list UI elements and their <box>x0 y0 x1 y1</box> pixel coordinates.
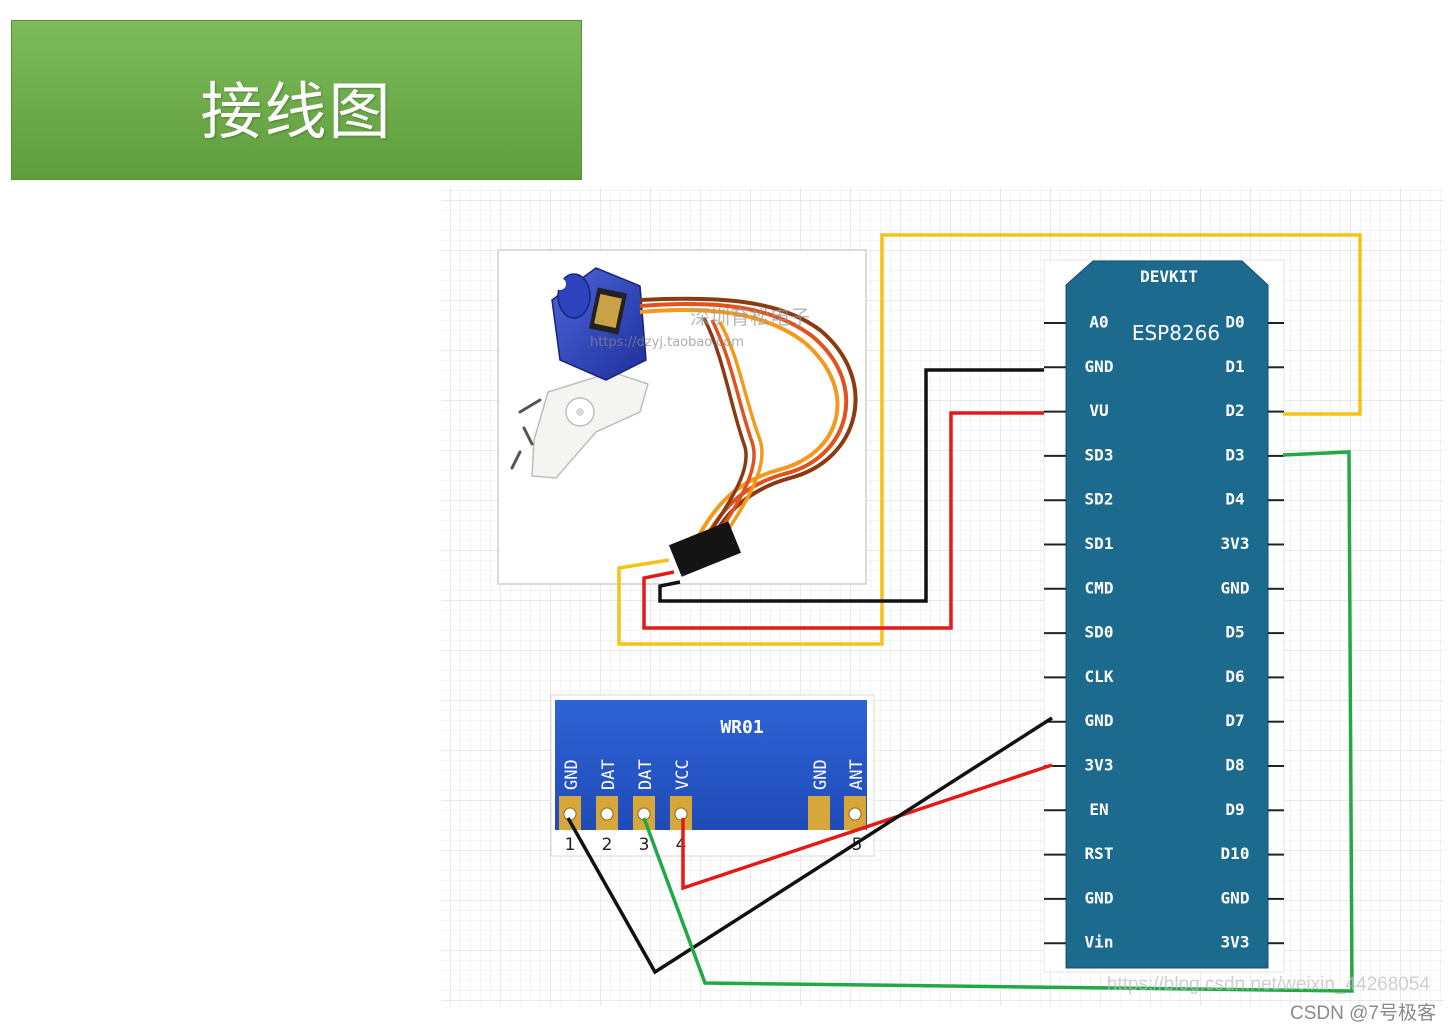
receiver-pin-number: 3 <box>639 835 650 855</box>
receiver-pin-label: GND <box>562 759 582 790</box>
receiver-pad-hole <box>600 807 614 821</box>
left-pin-label: CLK <box>1085 667 1114 686</box>
wire-servo-signal-d2 <box>617 233 1362 646</box>
page-title: 接线图 <box>200 75 393 148</box>
right-pin-label: D6 <box>1225 667 1244 686</box>
wire-receiver-vcc-3v3 <box>681 763 1053 891</box>
right-pin-label: D7 <box>1225 711 1244 730</box>
right-pin-label: D4 <box>1225 490 1244 509</box>
receiver-pin-label: GND <box>811 759 831 790</box>
right-pin-label: GND <box>1221 888 1250 907</box>
receiver-pin-number: 5 <box>852 835 863 855</box>
left-pin-label: VU <box>1089 401 1108 420</box>
wr01-receiver: WR01 GND DAT DAT VCC GND ANT 1 2 3 4 5 <box>550 694 875 857</box>
right-pin-label: GND <box>1221 578 1250 597</box>
servo-watermark-cn: 深圳育松电子 <box>690 305 810 329</box>
wire-receiver-dat-d3 <box>642 450 1354 993</box>
left-pin-label: SD1 <box>1085 534 1114 553</box>
wire-receiver-gnd <box>566 716 1053 975</box>
servo-motor: 深圳育松电子 https://dzyj.taobao.com <box>497 249 867 585</box>
receiver-pin-label: DAT <box>636 759 656 790</box>
right-pin-label: D5 <box>1225 623 1244 642</box>
wire-servo-gnd <box>658 368 1044 603</box>
wires <box>566 233 1362 993</box>
left-pin-label: SD2 <box>1085 490 1114 509</box>
wire-servo-vcc-vu <box>642 411 1044 630</box>
left-pin-label: Vin <box>1085 933 1114 952</box>
right-pin-label: D3 <box>1225 445 1244 464</box>
right-pin-label: D9 <box>1225 800 1244 819</box>
left-pin-label: GND <box>1085 357 1114 376</box>
board-brand-label: DEVKIT <box>1140 267 1198 286</box>
servo-watermark-url: https://dzyj.taobao.com <box>590 335 744 350</box>
left-pin-label: SD0 <box>1085 623 1114 642</box>
left-pin-label: RST <box>1085 844 1114 863</box>
receiver-pin-label: VCC <box>673 759 693 790</box>
receiver-pin-number: 4 <box>676 835 687 855</box>
blog-watermark: https://blog.csdn.net/weixin_44268054 <box>1107 974 1431 995</box>
left-pin-label: GND <box>1085 711 1114 730</box>
receiver-pad-hole <box>848 807 862 821</box>
board-name-label: ESP8266 <box>1132 321 1220 345</box>
right-pin-label: 3V3 <box>1221 933 1250 952</box>
receiver-pin-number: 2 <box>602 835 613 855</box>
left-pin-label: SD3 <box>1085 445 1114 464</box>
right-pin-label: D1 <box>1225 357 1244 376</box>
left-pin-label: A0 <box>1089 313 1108 332</box>
left-pin-label: GND <box>1085 888 1114 907</box>
receiver-pin-label: DAT <box>599 759 619 790</box>
right-pin-label: 3V3 <box>1221 534 1250 553</box>
title-banner: 接线图 <box>11 20 582 180</box>
right-pin-label: D8 <box>1225 756 1244 775</box>
right-pin-label: D0 <box>1225 313 1244 332</box>
receiver-pad <box>808 796 830 830</box>
right-pin-label: D2 <box>1225 401 1244 420</box>
receiver-pin-label: ANT <box>847 759 867 790</box>
receiver-pin-number: 1 <box>565 835 576 855</box>
left-pin-label: CMD <box>1085 578 1114 597</box>
receiver-name: WR01 <box>720 717 763 738</box>
csdn-watermark: CSDN @7号极客 <box>1290 1003 1436 1024</box>
right-pin-label: D10 <box>1221 844 1250 863</box>
left-pin-label: 3V3 <box>1085 756 1114 775</box>
receiver-pad-hole <box>674 807 688 821</box>
left-pin-label: EN <box>1089 800 1108 819</box>
